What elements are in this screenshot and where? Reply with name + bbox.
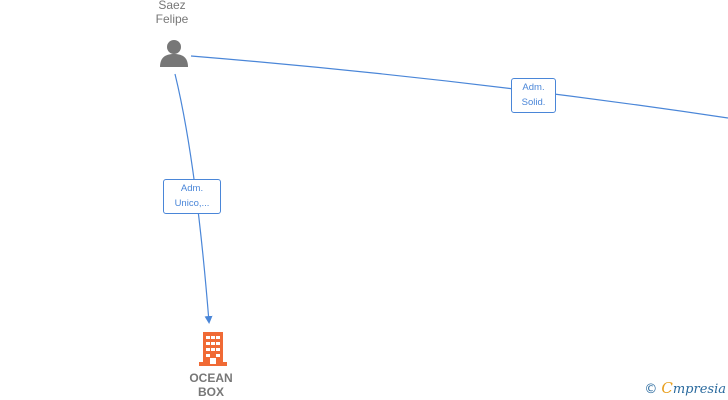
company-name[interactable]: OCEAN BOX: [171, 371, 251, 399]
empresia-watermark: ©Cmpresia: [644, 379, 726, 397]
edge-label-line2: Solid.: [521, 97, 546, 108]
edge-person-to-offscreen: [190, 55, 728, 119]
person-name[interactable]: Saez Felipe: [133, 0, 211, 26]
copyright-symbol: ©: [644, 382, 658, 397]
edge-label-adm-unico[interactable]: Adm. Unico,...: [163, 179, 221, 214]
person-name-line2: Felipe: [155, 12, 189, 26]
person-icon[interactable]: [159, 38, 189, 68]
edge-label-line1: Adm.: [522, 82, 545, 93]
edge-label-line1: Adm.: [180, 183, 204, 194]
company-name-line2: BOX: [197, 385, 224, 399]
building-icon[interactable]: [199, 332, 227, 366]
company-name-line1: OCEAN: [189, 371, 233, 385]
brand-initial: C: [661, 379, 673, 397]
person-name-line1: Saez: [158, 0, 186, 12]
edge-label-adm-solid[interactable]: Adm. Solid.: [511, 78, 556, 113]
edge-label-line2: Unico,...: [174, 198, 210, 209]
brand-name: mpresia: [672, 382, 726, 397]
